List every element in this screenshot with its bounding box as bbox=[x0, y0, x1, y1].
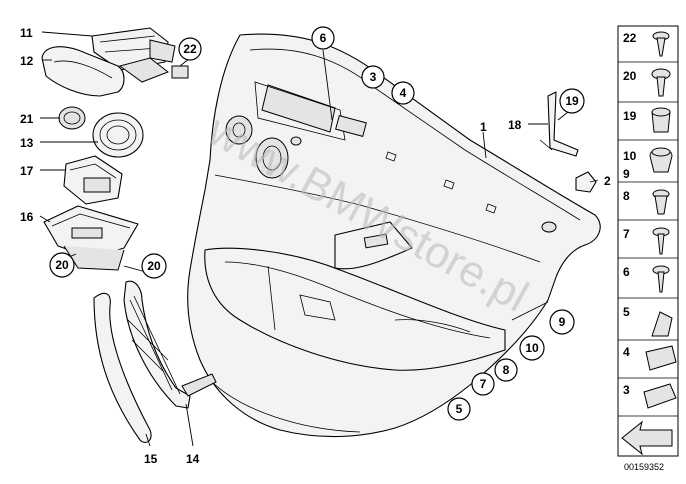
part-door-pull-handle bbox=[123, 280, 217, 409]
panel-label-9: 9 bbox=[623, 167, 630, 181]
callout-7: 7 bbox=[480, 377, 487, 391]
retainer-icon bbox=[643, 383, 677, 409]
door-trim-panel bbox=[187, 33, 601, 438]
leader-lines bbox=[39, 31, 599, 447]
expanding-rivet-icon bbox=[652, 189, 670, 215]
panel-label-22: 22 bbox=[623, 31, 637, 45]
part-clip-22 bbox=[171, 65, 189, 79]
callout-3: 3 bbox=[370, 70, 377, 84]
arrow-icon bbox=[621, 420, 673, 456]
part-bracket bbox=[539, 91, 579, 157]
callout-2: 2 bbox=[604, 174, 611, 188]
part-switch-housing bbox=[43, 205, 139, 271]
callout-8: 8 bbox=[503, 363, 510, 377]
screw-pan-icon bbox=[652, 265, 670, 293]
callout-17: 17 bbox=[20, 164, 34, 178]
callout-5: 5 bbox=[456, 402, 463, 416]
callout-12: 12 bbox=[20, 54, 34, 68]
callout-22: 22 bbox=[183, 42, 197, 56]
panel-label-10: 10 bbox=[623, 149, 637, 163]
clip-icon bbox=[651, 311, 673, 337]
panel-label-6: 6 bbox=[623, 265, 630, 279]
panel-label-20: 20 bbox=[623, 69, 637, 83]
panel-label-7: 7 bbox=[623, 227, 630, 241]
rivet-icon bbox=[651, 68, 671, 97]
part-tweeter-cover bbox=[58, 106, 86, 130]
callout-20-right: 20 bbox=[147, 259, 161, 273]
callout-14: 14 bbox=[186, 452, 200, 466]
callout-10: 10 bbox=[525, 341, 539, 355]
callout-16: 16 bbox=[20, 210, 34, 224]
panel-label-19: 19 bbox=[623, 109, 637, 123]
part-cap bbox=[575, 171, 597, 193]
callout-labels: 11 12 21 13 17 16 1 18 2 15 14 22 6 3 4 … bbox=[20, 26, 611, 466]
panel-label-4: 4 bbox=[623, 345, 630, 359]
fastener-panel: 22 20 19 10 9 8 7 6 5 4 3 bbox=[617, 25, 679, 457]
panel-label-8: 8 bbox=[623, 189, 630, 203]
callout-21: 21 bbox=[20, 112, 34, 126]
callout-20-left: 20 bbox=[55, 258, 69, 272]
screw-icon bbox=[652, 31, 670, 57]
callout-1: 1 bbox=[480, 120, 487, 134]
callout-9: 9 bbox=[559, 315, 566, 329]
callout-13: 13 bbox=[20, 136, 34, 150]
callout-19: 19 bbox=[565, 94, 579, 108]
part-connector bbox=[118, 57, 170, 83]
panel-label-3: 3 bbox=[623, 383, 630, 397]
callout-15: 15 bbox=[144, 452, 158, 466]
cap-icon bbox=[651, 107, 671, 133]
screw-long-icon bbox=[652, 227, 670, 255]
callout-18: 18 bbox=[508, 118, 522, 132]
part-storage-tray bbox=[63, 155, 123, 205]
panel-label-5: 5 bbox=[623, 305, 630, 319]
callout-4: 4 bbox=[400, 86, 407, 100]
bracket-clip-icon bbox=[645, 345, 677, 371]
part-grab-handle bbox=[41, 46, 125, 97]
callout-6: 6 bbox=[320, 31, 327, 45]
part-door-pull-cover bbox=[93, 292, 152, 443]
callout-11: 11 bbox=[20, 26, 33, 40]
clip-nut-icon bbox=[649, 147, 673, 173]
reference-number: 00159352 bbox=[624, 462, 664, 472]
